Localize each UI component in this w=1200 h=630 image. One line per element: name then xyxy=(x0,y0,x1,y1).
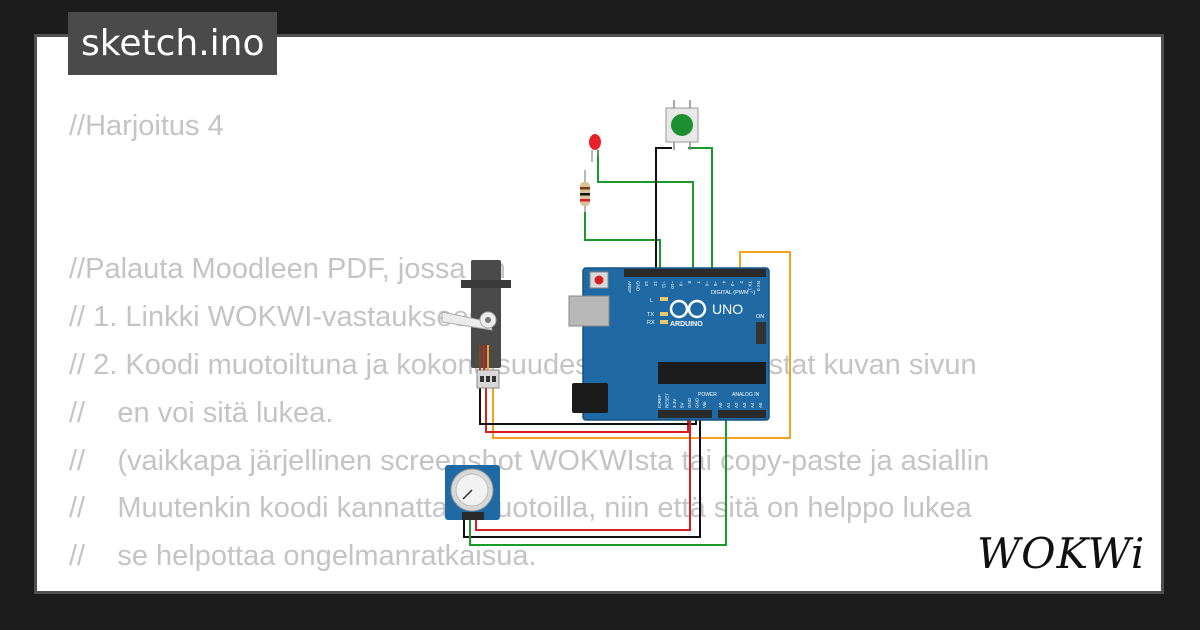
pin-label: RESET xyxy=(665,393,670,408)
wires xyxy=(463,147,791,546)
push-button[interactable] xyxy=(665,100,699,150)
pin-label: IOREF xyxy=(657,394,662,408)
pin-label: A5 xyxy=(758,402,763,408)
atmega-chip xyxy=(658,362,766,384)
pin-label: ~9 xyxy=(679,281,684,287)
wire-pot-signal xyxy=(469,418,727,546)
pin-label: A0 xyxy=(718,402,723,408)
pin-label: ~5 xyxy=(713,281,718,287)
l-label: L xyxy=(650,298,653,304)
wire-button-pin xyxy=(688,147,713,270)
wire-resistor-pin xyxy=(584,212,661,270)
tx-label: TX xyxy=(647,312,654,318)
pin-label: A1 xyxy=(726,402,731,408)
code-line[interactable]: // 3. PALAUTA VAIN KOODI, JONKA OLET KIR… xyxy=(69,581,1088,591)
servo-motor[interactable] xyxy=(441,260,511,389)
led-tx-indicator xyxy=(660,312,668,316)
pin-label: A3 xyxy=(742,402,747,408)
pin-label: ~3 xyxy=(730,281,735,287)
led-l-indicator xyxy=(660,297,668,301)
code-line[interactable]: // 1. Linkki WOKWI-vastaukseesi xyxy=(69,301,490,334)
power-header-label: POWER xyxy=(698,392,717,398)
analog-header-label: ANALOG IN xyxy=(732,392,760,398)
icsp-header xyxy=(756,322,766,344)
power-jack xyxy=(572,383,608,413)
code-editor-panel: //Harjoitus 4//Palauta Moodleen PDF, jos… xyxy=(34,34,1164,594)
pin-label: 2 xyxy=(739,281,744,284)
code-line[interactable]: // (vaikkapa järjellinen screenshot WOKW… xyxy=(69,444,990,477)
rx-label: RX xyxy=(647,320,655,326)
on-label: ON xyxy=(756,314,764,320)
code-line[interactable]: //Harjoitus 4 xyxy=(69,110,224,142)
usb-connector xyxy=(568,295,610,327)
board-brand: ARDUINO xyxy=(670,321,703,328)
pin-label: TX 1 xyxy=(747,281,752,291)
code-line[interactable]: // se helpottaa ongelmanratkaisua. xyxy=(69,540,537,573)
pin-label: A4 xyxy=(750,402,755,408)
arduino-uno-board: UNO ARDUINO DIGITAL (PWM ~) POWER ANALOG… xyxy=(568,267,770,421)
led-rx-indicator xyxy=(660,320,668,324)
wokwi-logo-text: WOKWi xyxy=(977,529,1145,578)
wire-button-gnd xyxy=(655,147,672,270)
pin-label: GND xyxy=(695,397,700,408)
pin-label: AREF xyxy=(627,281,632,293)
pin-label: A2 xyxy=(734,402,739,408)
wire-servo-gnd xyxy=(479,388,697,425)
digital-header xyxy=(624,269,766,277)
analog-header xyxy=(718,410,766,418)
pin-label: RX 0 xyxy=(756,281,761,292)
board-model: UNO xyxy=(712,301,743,317)
pin-label: 8 xyxy=(687,281,692,284)
pin-label: 7 xyxy=(696,281,701,284)
pin-label: 4 xyxy=(722,281,727,284)
wire-led-pin xyxy=(597,150,694,270)
pin-label: Vin xyxy=(702,401,707,408)
resistor[interactable] xyxy=(580,170,590,212)
wire-pot-gnd xyxy=(463,418,701,538)
pin-label: 3.3V xyxy=(672,399,677,408)
arduino-logo xyxy=(669,299,707,319)
wokwi-logo: WOKWi xyxy=(975,526,1155,586)
pin-label: GND xyxy=(636,281,641,292)
digital-header-label: DIGITAL (PWM ~) xyxy=(711,290,755,296)
pin-label: 5V xyxy=(680,402,685,408)
code-line[interactable]: // Muutenkin koodi kannattaa muotoilla, … xyxy=(69,492,972,525)
pin-label: ~6 xyxy=(704,281,709,287)
pin-label: ~10 xyxy=(670,281,675,289)
wire-pot-vcc xyxy=(475,418,691,531)
file-tab-sketch[interactable]: sketch.ino xyxy=(68,12,278,75)
pin-label: GND xyxy=(687,397,692,408)
code-line[interactable]: // en voi sitä lukea. xyxy=(69,396,334,429)
pin-label: ~11 xyxy=(661,281,666,289)
pin-label: 12 xyxy=(653,281,658,287)
red-led[interactable] xyxy=(589,134,601,162)
wire-servo-signal xyxy=(492,251,791,439)
potentiometer[interactable] xyxy=(445,465,500,520)
power-header xyxy=(658,410,712,418)
pin-label: 13 xyxy=(644,281,649,287)
